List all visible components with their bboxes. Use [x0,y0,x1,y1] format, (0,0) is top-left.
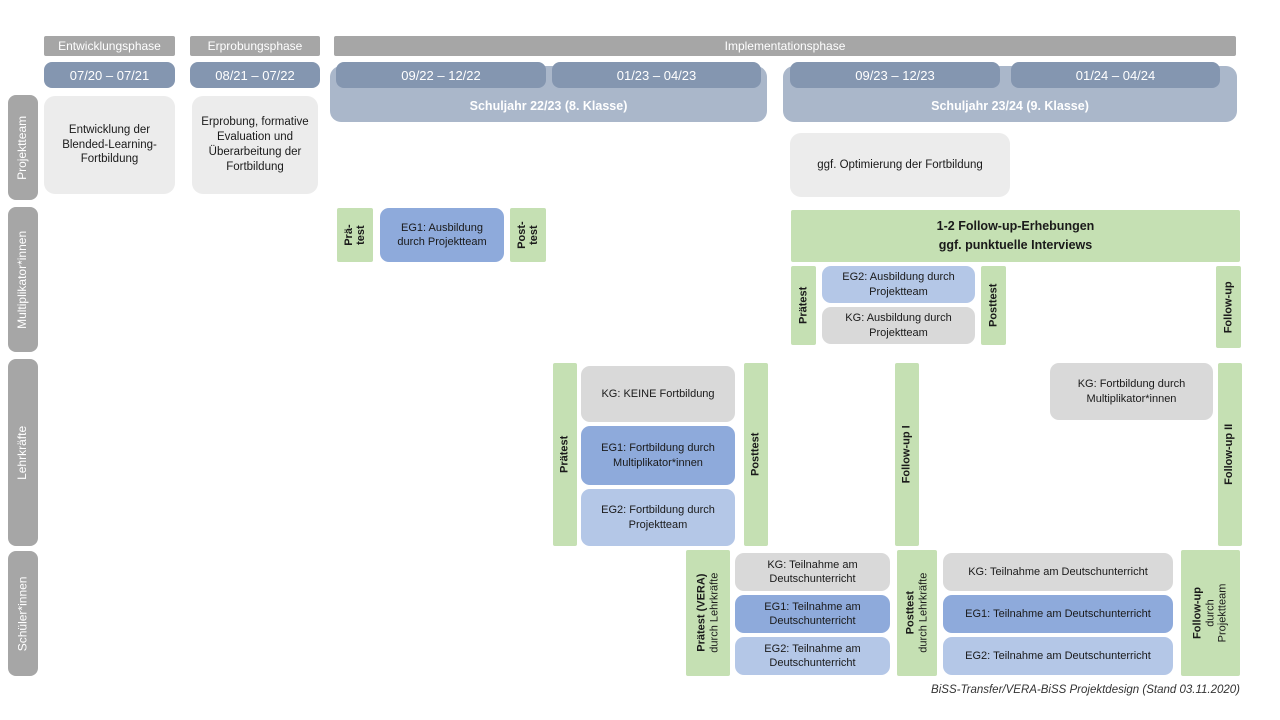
phase-header-entwicklungsphase: Entwicklungsphase [44,36,175,56]
box-entwicklung-fortbildung: Entwicklung der Blended-Learning-Fortbil… [44,96,175,194]
schueler-praetest-vera: Prätest (VERA) durch Lehrkräfte [686,550,730,676]
row-label-projektteam-text: Projektteam [15,115,30,180]
date-range-0922-1222: 09/22 – 12/22 [336,62,546,88]
multiplikatoren-kg-box: KG: Ausbildung durch Projektteam [822,307,975,344]
lehrkraefte-posttest: Posttest [744,363,768,546]
multiplikatoren-posttest-2-text: Posttest [987,283,1000,328]
box-entwicklung-fortbildung-text: Entwicklung der Blended-Learning-Fortbil… [62,123,157,166]
diagram-caption: BiSS-Transfer/VERA-BiSS Projektdesign (S… [931,684,1240,696]
multiplikatoren-praetest-1: Prä-test [337,208,373,262]
phase-header-erprobungsphase: Erprobungsphase [190,36,320,56]
schueler-posttest-title: Posttest [904,591,917,635]
row-label-schuelerinnen: Schüler*innen [8,551,38,676]
multiplikatoren-posttest-2: Posttest [981,266,1006,345]
row-label-lehrkraefte: Lehrkräfte [8,359,38,546]
schueler-praetest-vera-title: Prätest (VERA) [695,573,708,653]
date-range-0124-0424: 01/24 – 04/24 [1011,62,1220,88]
lehrkraefte-kg-fortbildung-box: KG: Fortbildung durch Multiplikator*inne… [1050,363,1213,420]
schueler-eg1-box-2: EG1: Teilnahme am Deutschunterricht [943,595,1173,633]
multiplikatoren-posttest-1-text: Post-test [515,221,540,249]
schueler-kg-box-1: KG: Teilnahme am Deutschunterricht [735,553,890,591]
multiplikatoren-praetest-1-text: Prä-test [342,224,367,246]
lehrkraefte-followup-2-text: Follow-up II [1223,423,1236,486]
lehrkraefte-eg2-box: EG2: Fortbildung durch Projektteam [581,489,735,546]
schueler-eg1-box-1: EG1: Teilnahme am Deutschunterricht [735,595,890,633]
multiplikatoren-praetest-2-text: Prätest [797,286,810,325]
row-label-schuelerinnen-text: Schüler*innen [15,576,30,651]
schueler-eg2-box-1: EG2: Teilnahme am Deutschunterricht [735,637,890,675]
row-label-lehrkraefte-text: Lehrkräfte [15,425,30,480]
schueler-praetest-vera-sub: durch Lehrkräfte [708,572,721,654]
followup-erhebungen-banner: 1-2 Follow-up-Erhebungen ggf. punktuelle… [791,210,1240,262]
multiplikatoren-posttest-1: Post-test [510,208,546,262]
phase-header-implementationsphase: Implementationsphase [334,36,1236,56]
row-label-multiplikatorinnen: Multiplikator*innen [8,207,38,352]
row-label-projektteam: Projektteam [8,95,38,200]
schueler-posttest-sub: durch Lehrkräfte [917,572,930,654]
multiplikatoren-followup: Follow-up [1216,266,1241,348]
lehrkraefte-praetest-text: Prätest [558,435,571,474]
schueler-kg-box-2: KG: Teilnahme am Deutschunterricht [943,553,1173,591]
schueler-followup-title: Follow-up [1191,587,1204,639]
lehrkraefte-praetest: Prätest [553,363,577,546]
lehrkraefte-kg-keine-box: KG: KEINE Fortbildung [581,366,735,422]
date-range-0123-0423: 01/23 – 04/23 [552,62,761,88]
box-erprobung-evaluation: Erprobung, formative Evaluation und Über… [192,96,318,194]
lehrkraefte-followup-2: Follow-up II [1218,363,1242,546]
lehrkraefte-followup-1: Follow-up I [895,363,919,546]
lehrkraefte-followup-1-text: Follow-up I [900,425,913,484]
row-label-multiplikatorinnen-text: Multiplikator*innen [15,230,30,329]
date-range-0720-0721: 07/20 – 07/21 [44,62,175,88]
schueler-followup-sub: durch Projektteam [1204,583,1229,643]
schueler-followup: Follow-up durch Projektteam [1181,550,1240,676]
lehrkraefte-posttest-text: Posttest [749,432,762,477]
multiplikatoren-eg2-box: EG2: Ausbildung durch Projektteam [822,266,975,303]
lehrkraefte-eg1-box: EG1: Fortbildung durch Multiplikator*inn… [581,426,735,485]
multiplikatoren-eg1-box: EG1: Ausbildung durch Projektteam [380,208,504,262]
box-optimierung-fortbildung: ggf. Optimierung der Fortbildung [790,133,1010,197]
date-range-0821-0722: 08/21 – 07/22 [190,62,320,88]
multiplikatoren-followup-text: Follow-up [1222,281,1235,333]
date-range-0923-1223: 09/23 – 12/23 [790,62,1000,88]
schueler-eg2-box-2: EG2: Teilnahme am Deutschunterricht [943,637,1173,675]
schueler-posttest: Posttest durch Lehrkräfte [897,550,937,676]
multiplikatoren-praetest-2: Prätest [791,266,816,345]
